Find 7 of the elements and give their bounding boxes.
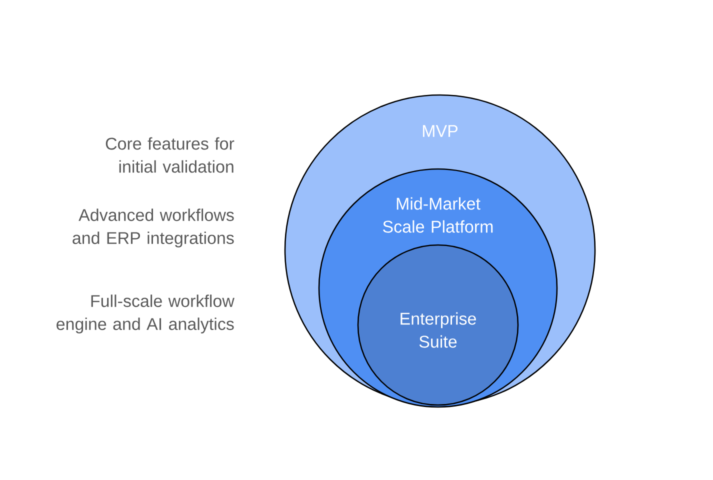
side-label: Full-scale workflow engine and AI analytics — [56, 294, 234, 334]
side-label: Advanced workflows and ERP integrations — [72, 208, 234, 248]
circle-label: MVP — [422, 125, 458, 137]
circle-label: Mid-Market Scale Platform — [383, 197, 493, 233]
circle-label: Enterprise Suite — [400, 312, 476, 348]
side-label: Core features for initial validation — [106, 137, 234, 173]
circle — [357, 244, 519, 406]
